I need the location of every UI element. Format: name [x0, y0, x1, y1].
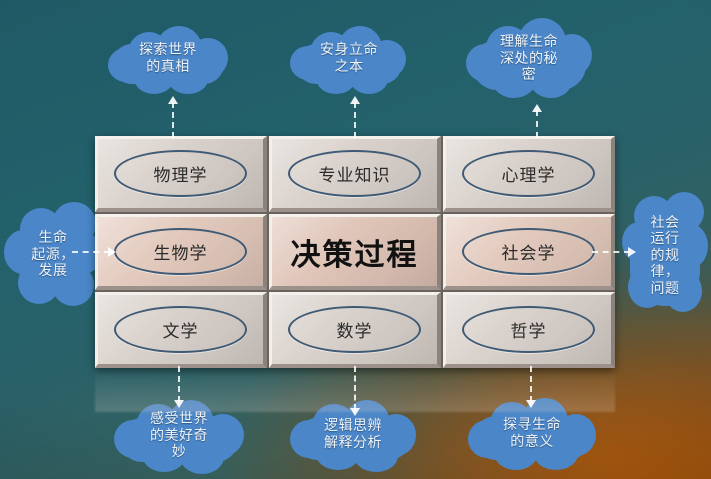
cloud-top-center: 安身立命 之本 [288, 22, 410, 96]
grid-cell-label-mathematics: 数学 [336, 321, 373, 342]
grid-cell-psychology[interactable]: 心理学 [443, 136, 615, 212]
grid-cell-physics[interactable]: 物理学 [95, 136, 267, 212]
cloud-left: 生命 起源， 发展 [4, 196, 102, 314]
arrow-expertise-up [348, 96, 362, 138]
cloud-bottom-left-text: 感受世界 的美好奇 妙 [150, 411, 208, 461]
arrow-physics-up [166, 96, 180, 138]
cloud-right-text: 社会 运行 的规 律， 问题 [650, 214, 680, 297]
grid-cell-label-decision-process: 决策过程 [290, 237, 419, 273]
grid-cell-mathematics[interactable]: 数学 [269, 292, 441, 368]
ellipse-expertise: 专业知识 [288, 150, 421, 197]
grid-cell-expertise[interactable]: 专业知识 [269, 136, 441, 212]
cloud-bottom-right: 探寻生命 的意义 [466, 396, 598, 472]
arrow-sociology-outbound [592, 245, 636, 259]
arrow-philosophy-down [524, 366, 538, 408]
grid-cell-sociology[interactable]: 社会学 [443, 214, 615, 290]
cloud-bottom-center-text: 逻辑思辨 解释分析 [324, 418, 382, 451]
cloud-bottom-right-text: 探寻生命 的意义 [503, 417, 561, 450]
grid-cell-label-physics: 物理学 [153, 165, 208, 186]
ellipse-biology: 生物学 [114, 228, 247, 275]
grid-cell-label-philosophy: 哲学 [510, 321, 547, 342]
grid-cell-label-expertise: 专业知识 [318, 165, 391, 186]
grid-cell-label-sociology: 社会学 [501, 243, 556, 264]
grid-cell-literature[interactable]: 文学 [95, 292, 267, 368]
arrow-biology-inbound [72, 245, 116, 259]
ellipse-literature: 文学 [114, 306, 247, 353]
discipline-grid: 物理学 专业知识 心理学 生物学 决策过程 社会学 [95, 136, 615, 368]
ellipse-philosophy: 哲学 [462, 306, 595, 353]
grid-cell-philosophy[interactable]: 哲学 [443, 292, 615, 368]
arrow-psychology-up [530, 104, 544, 138]
ellipse-sociology: 社会学 [462, 228, 595, 275]
cloud-left-text: 生命 起源， 发展 [31, 230, 75, 280]
cloud-top-center-text: 安身立命 之本 [320, 42, 378, 75]
grid-cell-label-psychology: 心理学 [501, 165, 556, 186]
ellipse-physics: 物理学 [114, 150, 247, 197]
cloud-top-left-text: 探索世界 的真相 [139, 42, 197, 75]
cloud-right: 社会 运行 的规 律， 问题 [622, 186, 708, 326]
cloud-bottom-center: 逻辑思辨 解释分析 [288, 398, 418, 472]
cloud-top-left: 探索世界 的真相 [104, 22, 232, 96]
ellipse-psychology: 心理学 [462, 150, 595, 197]
cloud-bottom-left: 感受世界 的美好奇 妙 [112, 396, 246, 476]
grid-cell-biology[interactable]: 生物学 [95, 214, 267, 290]
cloud-top-right-text: 理解生命 深处的秘 密 [500, 34, 558, 84]
arrow-mathematics-down [348, 366, 362, 416]
ellipse-mathematics: 数学 [288, 306, 421, 353]
cloud-top-right: 理解生命 深处的秘 密 [464, 14, 594, 104]
grid-cell-label-literature: 文学 [162, 321, 199, 342]
grid-cell-decision-process[interactable]: 决策过程 [269, 214, 441, 290]
grid-cell-label-biology: 生物学 [153, 243, 208, 264]
arrow-literature-down [172, 366, 186, 408]
